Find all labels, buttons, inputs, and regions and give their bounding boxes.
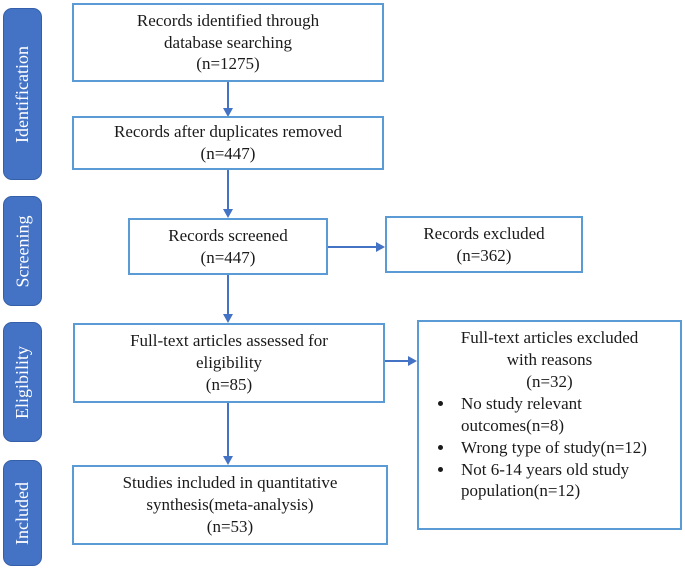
stage-label-text: Screening — [12, 215, 33, 287]
records-after-duplicates-box: Records after duplicates removed (n=447) — [72, 116, 384, 170]
arrow-assessed-to-included — [223, 403, 233, 465]
stage-label-included: Included — [3, 460, 42, 566]
records-identified-text: Records identified through database sear… — [136, 10, 320, 74]
stage-label-screening: Screening — [3, 196, 42, 306]
arrow-identified-to-duplicates — [223, 82, 233, 117]
records-identified-box: Records identified through database sear… — [72, 3, 384, 82]
stage-label-eligibility: Eligibility — [3, 322, 42, 442]
full-text-assessed-box: Full-text articles assessed for eligibil… — [73, 323, 385, 403]
records-screened-text: Records screened (n=447) — [168, 225, 288, 267]
exclusion-reason-item: Not 6-14 years old study population(n=12… — [455, 459, 680, 503]
stage-label-text: Eligibility — [12, 345, 33, 419]
arrow-screened-to-assessed — [223, 275, 233, 323]
records-after-duplicates-text: Records after duplicates removed (n=447) — [114, 122, 342, 163]
studies-included-text: Studies included in quantitative synthes… — [122, 473, 338, 536]
stage-label-text: Included — [12, 481, 33, 545]
stage-label-text: Identification — [12, 45, 32, 143]
arrow-assessed-to-ft-excluded — [385, 356, 417, 366]
exclusion-reason-item: Wrong type of study(n=12) — [455, 437, 680, 459]
arrow-screened-to-excluded — [328, 242, 385, 252]
studies-included-box: Studies included in quantitative synthes… — [72, 465, 388, 545]
records-excluded-box: Records excluded (n=362) — [385, 216, 583, 273]
full-text-excluded-title: Full-text articles excluded with reasons… — [460, 328, 639, 391]
exclusion-reasons-list: No study relevant outcomes(n=8) Wrong ty… — [419, 393, 680, 502]
full-text-excluded-box: Full-text articles excluded with reasons… — [417, 320, 682, 530]
arrow-duplicates-to-screened — [223, 170, 233, 218]
stage-label-identification: Identification — [3, 8, 42, 180]
records-screened-box: Records screened (n=447) — [128, 218, 328, 275]
records-excluded-text: Records excluded (n=362) — [423, 223, 545, 265]
exclusion-reason-item: No study relevant outcomes(n=8) — [455, 393, 680, 437]
full-text-assessed-text: Full-text articles assessed for eligibil… — [130, 331, 328, 394]
